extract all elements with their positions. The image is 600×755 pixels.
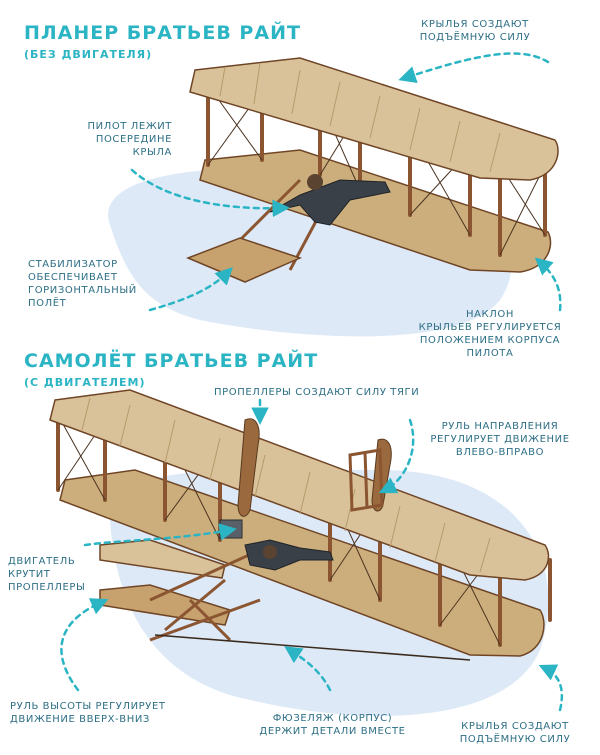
label-flyer-fuselage: ФЮЗЕЛЯЖ (КОРПУС) ДЕРЖИТ ДЕТАЛИ ВМЕСТЕ [250,712,415,738]
label-line: КРУТИТ [8,569,51,580]
label-flyer-engine: ДВИГАТЕЛЬ КРУТИТ ПРОПЕЛЛЕРЫ [8,555,85,594]
arrow-glider-pilot [130,168,290,218]
label-line: КРЫЛЬЕВ РЕГУЛИРУЕТСЯ [418,322,562,333]
label-line: ПОЛЁТ [28,298,67,309]
label-line: ПРОПЕЛЛЕРЫ СОЗДАЮТ СИЛУ ТЯГИ [214,387,420,398]
label-line: ОБЕСПЕЧИВАЕТ [28,272,118,283]
label-line: НАКЛОН [466,309,514,320]
label-line: ПОЛОЖЕНИЕМ КОРПУСА [419,335,561,346]
flyer-lower-wing [59,469,545,657]
label-glider-stabilizer: СТАБИЛИЗАТОР ОБЕСПЕЧИВАЕТ ГОРИЗОНТАЛЬНЫЙ… [28,258,137,310]
label-line: КРЫЛЬЯ СОЗДАЮТ [421,19,529,30]
label-line: ВЛЕВО-ВПРАВО [455,447,545,458]
glider-wing-ribs [219,62,501,173]
label-line: ДЕРЖИТ ДЕТАЛИ ВМЕСТЕ [259,726,406,737]
label-line: ДВИЖЕНИЕ ВВЕРХ-ВНИЗ [10,714,150,725]
label-line: ПРОПЕЛЛЕРЫ [8,582,86,593]
flyer-heading: САМОЛЁТ БРАТЬЕВ РАЙТ (С ДВИГАТЕЛЕМ) [24,350,318,389]
arrow-flyer-wings [538,664,564,712]
arrow-glider-stabilizer [148,267,233,312]
label-glider-pilot: ПИЛОТ ЛЕЖИТ ПОСЕРЕДИНЕ КРЫЛА [60,120,172,159]
flyer-wing-ribs [81,397,491,573]
callout-arrows [60,52,564,712]
glider-title: ПЛАНЕР БРАТЬЕВ РАЙТ [24,22,301,44]
flyer-subtitle: (С ДВИГАТЕЛЕМ) [24,376,146,389]
glider-pilot [269,174,391,226]
arrow-flyer-rudder [378,418,415,494]
label-flyer-rudder: РУЛЬ НАПРАВЛЕНИЯ РЕГУЛИРУЕТ ДВИЖЕНИЕ ВЛЕ… [420,420,580,459]
label-line: ГОРИЗОНТАЛЬНЫЙ [28,285,137,296]
arrow-flyer-fuselage [284,646,332,692]
flyer-engine [219,519,243,539]
arrow-flyer-elevator [60,598,109,692]
label-line: СТАБИЛИЗАТОР [28,259,118,270]
label-line: РУЛЬ НАПРАВЛЕНИЯ [441,421,559,432]
flyer-rudder [348,448,384,512]
label-flyer-propellers: ПРОПЕЛЛЕРЫ СОЗДАЮТ СИЛУ ТЯГИ [214,386,419,399]
flyer-upper-wing [49,389,550,581]
arrow-flyer-engine [83,523,237,547]
glider-heading: ПЛАНЕР БРАТЬЕВ РАЙТ (БЕЗ ДВИГАТЕЛЯ) [24,22,301,61]
label-glider-wing-warp: НАКЛОН КРЫЛЬЕВ РЕГУЛИРУЕТСЯ ПОЛОЖЕНИЕМ К… [400,308,580,360]
flyer-pilot [244,539,334,571]
glider-illustration [108,57,559,337]
arrow-glider-warp [534,257,562,312]
glider-subtitle: (БЕЗ ДВИГАТЕЛЯ) [24,48,153,61]
label-flyer-elevator: РУЛЬ ВЫСОТЫ РЕГУЛИРУЕТ ДВИЖЕНИЕ ВВЕРХ-ВН… [10,700,166,726]
label-line: РЕГУЛИРУЕТ ДВИЖЕНИЕ [430,434,570,445]
label-line: ПОДЪЁМНУЮ СИЛУ [419,32,531,43]
label-line: ПОСЕРЕДИНЕ [95,134,172,145]
label-line: ПИЛОТА [466,348,514,359]
arrow-glider-wings [398,52,550,84]
label-line: ДВИГАТЕЛЬ [8,556,76,567]
label-line: РУЛЬ ВЫСОТЫ РЕГУЛИРУЕТ [10,701,166,712]
label-line: ФЮЗЕЛЯЖ (КОРПУС) [272,713,393,724]
flyer-title: САМОЛЁТ БРАТЬЕВ РАЙТ [24,350,319,372]
label-line: КРЫЛА [132,147,172,158]
flyer-elevator-upper [99,539,226,579]
label-line: ПОДЪЁМНУЮ СИЛУ [459,734,571,745]
label-line: КРЫЛЬЯ СОЗДАЮТ [461,721,569,732]
glider-upper-wing [189,57,559,181]
flyer-fuselage [149,548,471,661]
label-glider-wings-lift: КРЫЛЬЯ СОЗДАЮТ ПОДЪЁМНУЮ СИЛУ [400,18,550,44]
label-flyer-wings-lift: КРЫЛЬЯ СОЗДАЮТ ПОДЪЁМНУЮ СИЛУ [450,720,580,746]
label-line: ПИЛОТ ЛЕЖИТ [87,121,172,132]
